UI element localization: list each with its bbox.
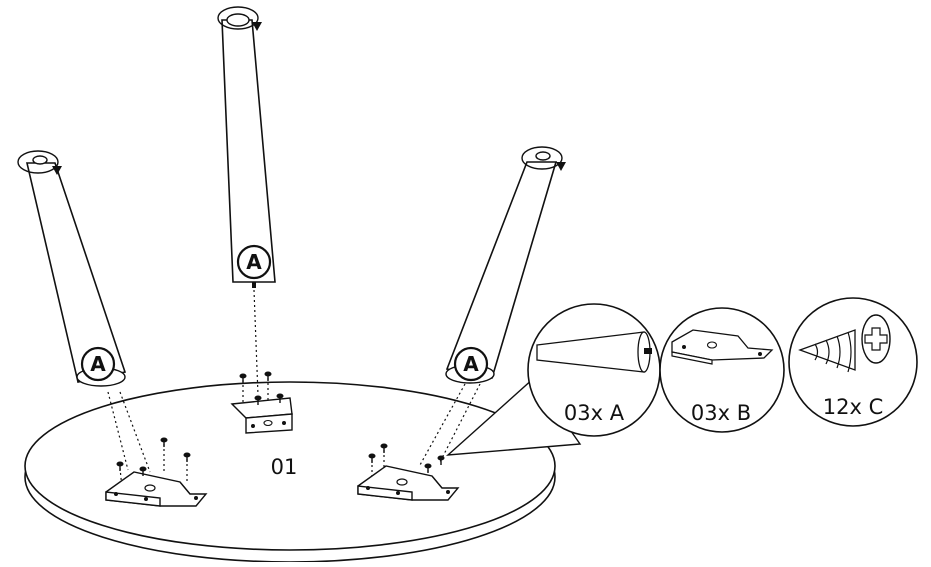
part-count-label: 03x A bbox=[564, 401, 625, 425]
step-number: 01 bbox=[271, 455, 298, 479]
table-leg-left: A bbox=[17, 150, 127, 387]
leg-label-badge bbox=[80, 346, 116, 382]
part-count-label: 12x C bbox=[823, 395, 884, 419]
leg-label-badge bbox=[236, 244, 272, 280]
phillips-screw-icon bbox=[798, 314, 891, 373]
table-leg-right: A bbox=[445, 146, 567, 384]
mounting-bracket-icon bbox=[671, 329, 774, 365]
table-leg-center: A bbox=[217, 6, 276, 288]
part-bubble-c: 12x C bbox=[788, 297, 918, 427]
part-bubble-b: 03x B bbox=[659, 307, 785, 433]
leg-label: A bbox=[90, 352, 106, 376]
part-count-label: 03x B bbox=[691, 401, 751, 425]
leg-label: A bbox=[463, 352, 479, 376]
leg-label: A bbox=[246, 250, 262, 274]
bracket-center bbox=[230, 397, 293, 434]
table-top bbox=[24, 381, 556, 563]
leg-label-badge bbox=[453, 346, 489, 382]
part-bubble-a: 03x A bbox=[527, 303, 661, 437]
